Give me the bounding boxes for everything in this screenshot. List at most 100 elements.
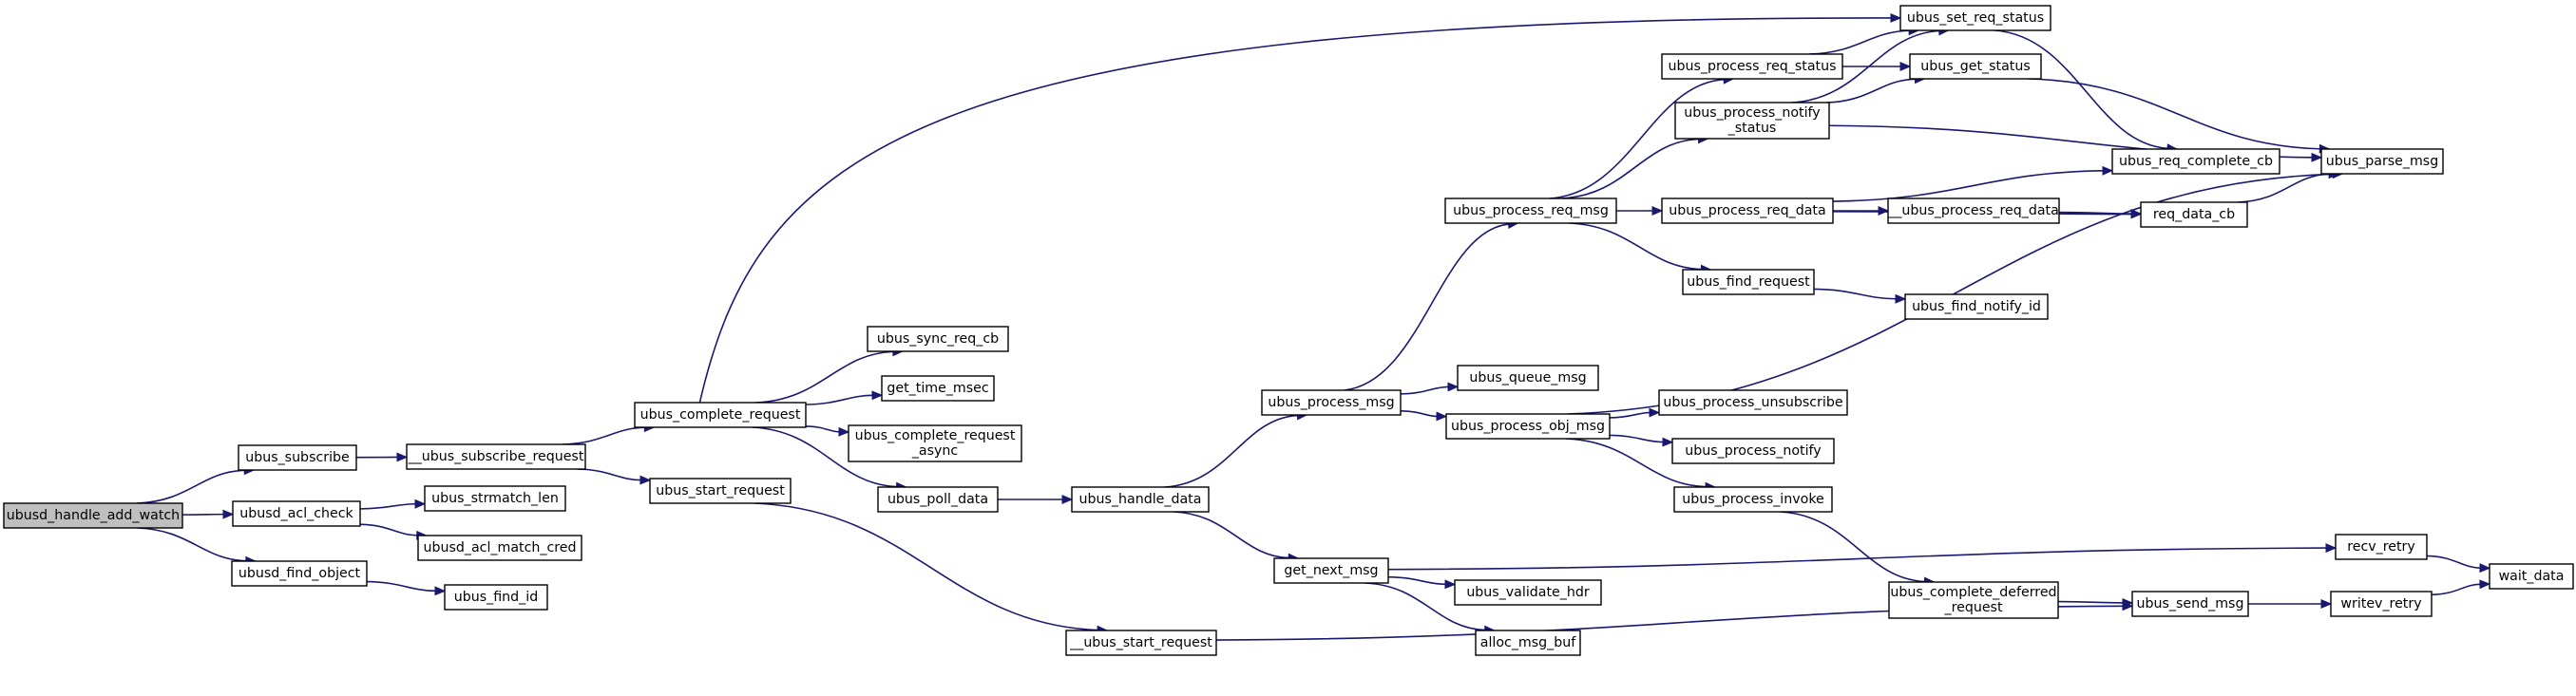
node-box-alloc-msg-buf[interactable] [1475,630,1581,656]
node-ubus-poll-data[interactable]: ubus_poll_data [877,486,999,513]
node-ubus-parse-msg[interactable]: ubus_parse_msg [2320,148,2444,175]
node-label-ubus-complete-request-async-line-1: ubus_complete_request [855,428,1016,443]
node-ubus-process-req-msg[interactable]: ubus_process_req_msg [1444,198,1617,224]
node-box-ubusd-acl-check[interactable] [232,500,361,527]
node-ubus-find-id[interactable]: ubus_find_id [444,584,548,611]
node-get-next-msg[interactable]: get_next_msg [1273,557,1389,584]
node-ubus-process-unsubscribe[interactable]: ubus_process_unsubscribe [1658,389,1848,416]
edge-ubus-complete-deferred-request-to-ubus-send-msg [2057,600,2124,604]
node-box-writev-retry[interactable] [2330,591,2433,617]
node-ubus-complete-request[interactable]: ubus_complete_request [634,402,807,428]
node-label-ubus-process-req-data-line-1: ubus_process_req_data [1669,203,1825,218]
node-ubusd-acl-check[interactable]: ubusd_acl_check [232,500,361,527]
node-writev-retry[interactable]: writev_retry [2330,591,2433,617]
node-box-ubus-complete-deferred-request[interactable] [1888,581,2059,619]
node-recv-retry[interactable]: recv_retry [2335,534,2428,560]
node-ubus-subscribe-request[interactable]: __ubus_subscribe_request [406,443,586,470]
node-ubus-set-req-status[interactable]: ubus_set_req_status [1899,5,2051,31]
node-box-ubus-complete-request[interactable] [634,402,807,428]
node-box-ubus-req-complete-cb[interactable] [2111,148,2280,175]
node-box-ubusd-acl-match-cred[interactable] [417,535,582,561]
node-ubus-complete-request-async[interactable]: ubus_complete_request_async [848,424,1022,462]
node-box-ubus-subscribe-request[interactable] [406,443,586,470]
node-label-ubus-find-id-line-1: ubus_find_id [454,590,538,605]
node-box-ubus-process-req-status[interactable] [1661,53,1843,80]
arrowhead-recv-retry-to-wait-data [2479,563,2491,574]
node-ubus-process-obj-msg[interactable]: ubus_process_obj_msg [1445,413,1611,440]
node-box-ubus-subscribe[interactable] [238,444,357,471]
node-box-ubus-process-req-data[interactable] [1661,198,1834,224]
node-ubus-validate-hdr[interactable]: ubus_validate_hdr [1454,579,1602,606]
node-ubus-start-request[interactable]: ubus_start_request [649,478,792,504]
edge-ubus-complete-request-to-ubus-sync-req-cb [755,350,893,404]
node-ubus-process-req-status[interactable]: ubus_process_req_status [1661,53,1843,80]
node-label-ubus-queue-msg-line-1: ubus_queue_msg [1469,370,1586,386]
node-box-ubus-handle-data[interactable] [1071,486,1210,513]
node-ubus-req-complete-cb[interactable]: ubus_req_complete_cb [2111,148,2280,175]
node-box-ubus-set-req-status[interactable] [1899,5,2051,31]
node-box-ubus-process-req-msg[interactable] [1444,198,1617,224]
node-ubus-subscribe[interactable]: ubus_subscribe [238,444,357,471]
node-box-ubus-parse-msg[interactable] [2320,148,2444,175]
node-box-ubus-find-notify-id[interactable] [1904,293,2049,320]
node-ubus-get-status[interactable]: ubus_get_status [1909,53,2042,80]
node-ubus-find-request[interactable]: ubus_find_request [1682,269,1815,295]
node-label-ubus-process-obj-msg-line-1: ubus_process_obj_msg [1451,419,1605,434]
node-ubus-find-notify-id[interactable]: ubus_find_notify_id [1904,293,2049,320]
node-box-ubus-process-req-data[interactable] [1887,198,2060,224]
node-box-ubus-get-status[interactable] [1909,53,2042,80]
node-ubusd-acl-match-cred[interactable]: ubusd_acl_match_cred [417,535,582,561]
node-box-ubusd-find-object[interactable] [231,560,368,587]
node-box-ubus-complete-request-async[interactable] [848,424,1022,462]
node-box-ubusd-handle-add-watch[interactable] [3,502,183,529]
node-box-wait-data[interactable] [2489,563,2574,590]
arrowhead-ubusd-find-object-to-ubus-find-id [434,586,447,596]
node-ubus-handle-data[interactable]: ubus_handle_data [1071,486,1210,513]
node-box-ubus-send-msg[interactable] [2131,591,2249,617]
node-box-ubus-start-request[interactable] [649,478,792,504]
node-ubus-process-msg[interactable]: ubus_process_msg [1261,389,1402,416]
node-box-ubus-process-unsubscribe[interactable] [1658,389,1848,416]
node-box-ubus-process-msg[interactable] [1261,389,1402,416]
node-ubusd-handle-add-watch[interactable]: ubusd_handle_add_watch [3,502,183,529]
node-req-data-cb[interactable]: req_data_cb [2140,201,2248,228]
edge-ubus-complete-request-to-ubus-set-req-status [698,17,1892,404]
node-box-ubus-find-id[interactable] [444,584,548,611]
node-label-ubus-process-invoke-line-1: ubus_process_invoke [1682,492,1824,507]
node-box-ubus-process-notify[interactable] [1671,438,1835,464]
node-get-time-msec[interactable]: get_time_msec [881,375,995,402]
node-ubus-process-invoke[interactable]: ubus_process_invoke [1673,486,1833,513]
node-box-ubus-start-request[interactable] [1065,630,1217,656]
node-ubus-queue-msg[interactable]: ubus_queue_msg [1457,365,1599,391]
edge-ubus-process-req-data-to-req-data-cb [2058,211,2132,215]
arrowhead-ubus-process-msg-to-ubus-queue-msg [1447,382,1460,392]
node-box-ubus-process-obj-msg[interactable] [1445,413,1611,440]
node-ubus-process-notify[interactable]: ubus_process_notify [1671,438,1835,464]
node-ubus-strmatch-len[interactable]: ubus_strmatch_len [424,485,566,512]
node-box-get-next-msg[interactable] [1273,557,1389,584]
node-ubus-sync-req-cb[interactable]: ubus_sync_req_cb [867,326,1009,352]
node-ubus-complete-deferred-request[interactable]: ubus_complete_deferred_request [1888,581,2059,619]
node-box-ubus-find-request[interactable] [1682,269,1815,295]
node-box-ubus-poll-data[interactable] [877,486,999,513]
node-box-ubus-strmatch-len[interactable] [424,485,566,512]
node-box-req-data-cb[interactable] [2140,201,2248,228]
node-wait-data[interactable]: wait_data [2489,563,2574,590]
arrowhead-ubus-process-req-data-to-ubus-process-req-data [1878,206,1890,216]
node-box-recv-retry[interactable] [2335,534,2428,560]
node-box-ubus-validate-hdr[interactable] [1454,579,1602,606]
node-ubus-process-notify-status[interactable]: ubus_process_notify_status [1674,102,1830,140]
node-ubusd-find-object[interactable]: ubusd_find_object [231,560,368,587]
node-box-ubus-sync-req-cb[interactable] [867,326,1009,352]
node-ubus-send-msg[interactable]: ubus_send_msg [2131,591,2249,617]
edge-ubus-process-req-msg-to-ubus-process-req-status [1549,78,1725,199]
edge-ubus-process-notify-status-to-ubus-get-status [1826,78,1916,103]
node-ubus-process-req-data[interactable]: ubus_process_req_data [1661,198,1834,224]
node-box-ubus-process-notify-status[interactable] [1674,102,1830,140]
node-box-ubus-process-invoke[interactable] [1673,486,1833,513]
node-ubus-start-request[interactable]: __ubus_start_request [1065,630,1217,656]
node-alloc-msg-buf[interactable]: alloc_msg_buf [1475,630,1581,656]
node-ubus-process-req-data[interactable]: __ubus_process_req_data [1887,198,2060,224]
node-box-ubus-queue-msg[interactable] [1457,365,1599,391]
node-box-get-time-msec[interactable] [881,375,995,402]
